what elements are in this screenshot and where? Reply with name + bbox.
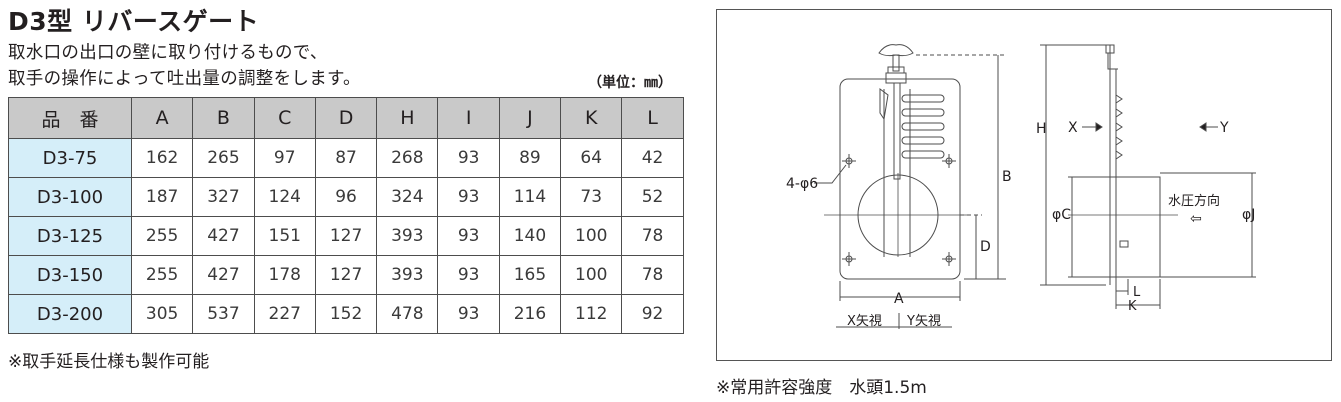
side-ribs — [1115, 94, 1123, 160]
table-row: D3-200 305 537 227 152 478 93 216 112 92 — [8, 294, 684, 334]
dim-d-label: D — [980, 239, 991, 255]
table-cell: 92 — [621, 294, 684, 334]
dim-h-label: H — [1036, 121, 1047, 137]
bolt-hole-icon — [842, 154, 956, 266]
table-cell: 255 — [130, 216, 194, 256]
table-cell: 87 — [314, 138, 378, 178]
table-cell: 78 — [621, 255, 684, 295]
description-line-1: 取水口の出口の壁に取り付けるもので、 — [8, 43, 328, 63]
table-row: D3-125 255 427 151 127 393 93 140 100 78 — [8, 216, 684, 256]
header-d: D — [314, 97, 378, 139]
pipe-section — [1115, 176, 1161, 278]
dim-j-label: φJ — [1242, 207, 1255, 223]
table-cell: 305 — [130, 294, 194, 334]
model-cell: D3-75 — [8, 138, 132, 178]
holes-label: 4-φ6 — [786, 176, 818, 192]
table-cell: 124 — [253, 177, 316, 217]
dim-k-label: K — [1128, 299, 1137, 314]
table-row: D3-100 187 327 124 96 324 93 114 73 52 — [8, 177, 684, 217]
header-model: 品 番 — [8, 97, 132, 139]
header-c: C — [253, 97, 316, 139]
header-j: J — [498, 97, 562, 139]
drawing-frame — [716, 9, 1332, 361]
model-cell: D3-125 — [8, 216, 132, 256]
table-cell: 93 — [437, 216, 500, 256]
table-cell: 127 — [314, 216, 378, 256]
table-cell: 127 — [314, 255, 378, 295]
table-cell: 393 — [376, 216, 439, 256]
table-cell: 100 — [560, 255, 623, 295]
header-h: H — [376, 97, 439, 139]
table-cell: 324 — [376, 177, 439, 217]
header-b: B — [192, 97, 255, 139]
table-cell: 427 — [192, 255, 255, 295]
table-cell: 151 — [253, 216, 316, 256]
table-row: D3-75 162 265 97 87 268 93 89 64 42 — [8, 138, 684, 178]
table-cell: 187 — [130, 177, 194, 217]
table-cell: 227 — [253, 294, 316, 334]
table-cell: 93 — [437, 138, 500, 178]
table-cell: 162 — [130, 138, 194, 178]
table-cell: 178 — [253, 255, 316, 295]
table-row: D3-150 255 427 178 127 393 93 165 100 78 — [8, 255, 684, 295]
table-cell: 64 — [560, 138, 623, 178]
table-cell: 52 — [621, 177, 684, 217]
pressure-note: ※常用許容強度 水頭1.5m — [716, 378, 927, 398]
model-cell: D3-150 — [8, 255, 132, 295]
header-l: L — [621, 97, 684, 139]
table-cell: 100 — [560, 216, 623, 256]
table-cell: 478 — [376, 294, 439, 334]
extension-note: ※取手延長仕様も製作可能 — [8, 352, 210, 372]
x-arrow-label: X — [1068, 120, 1078, 136]
table-cell: 89 — [498, 138, 562, 178]
header-k: K — [560, 97, 623, 139]
handle-icon — [878, 44, 914, 57]
table-cell: 73 — [560, 177, 623, 217]
table-cell: 78 — [621, 216, 684, 256]
table-cell: 93 — [437, 255, 500, 295]
table-cell: 216 — [498, 294, 562, 334]
table-cell: 427 — [192, 216, 255, 256]
table-cell: 93 — [437, 294, 500, 334]
table-cell: 265 — [192, 138, 255, 178]
table-cell: 96 — [314, 177, 378, 217]
gate-plate — [839, 78, 961, 280]
pressure-arrow-icon: ⇦ — [1190, 211, 1202, 227]
table-cell: 93 — [437, 177, 500, 217]
table-cell: 152 — [314, 294, 378, 334]
model-cell: D3-100 — [8, 177, 132, 217]
model-cell: D3-200 — [8, 294, 132, 334]
table-cell: 165 — [498, 255, 562, 295]
x-view-label: X矢視 — [847, 314, 882, 329]
spec-table: 品 番 A B C D H I J K L D3-75 162 265 97 8… — [8, 97, 684, 334]
gate-drawing: 4-φ6 B D A X矢視 Y矢視 H X Y φC φJ 水圧方向 ⇦ L … — [786, 44, 1256, 329]
table-header-row: 品 番 A B C D H I J K L — [8, 97, 684, 139]
table-cell: 42 — [621, 138, 684, 178]
dim-b-label: B — [1002, 169, 1012, 185]
table-cell: 112 — [560, 294, 623, 334]
table-cell: 327 — [192, 177, 255, 217]
table-cell: 393 — [376, 255, 439, 295]
table-cell: 97 — [253, 138, 316, 178]
table-cell: 140 — [498, 216, 562, 256]
description-line-2: 取手の操作によって吐出量の調整をします。 — [8, 69, 361, 89]
header-i: I — [437, 97, 500, 139]
table-cell: 255 — [130, 255, 194, 295]
page-title: D3型 リバースゲート — [8, 7, 260, 36]
pressure-label: 水圧方向 — [1168, 193, 1220, 209]
dim-c-label: φC — [1052, 207, 1071, 223]
table-cell: 114 — [498, 177, 562, 217]
y-arrow-label: Y — [1219, 120, 1229, 136]
table-cell: 537 — [192, 294, 255, 334]
y-view-label: Y矢視 — [906, 314, 941, 329]
header-a: A — [130, 97, 194, 139]
table-cell: 268 — [376, 138, 439, 178]
unit-label: （単位：㎜） — [588, 75, 672, 91]
dim-a-label: A — [894, 291, 904, 307]
dim-l-label: L — [1133, 285, 1141, 300]
